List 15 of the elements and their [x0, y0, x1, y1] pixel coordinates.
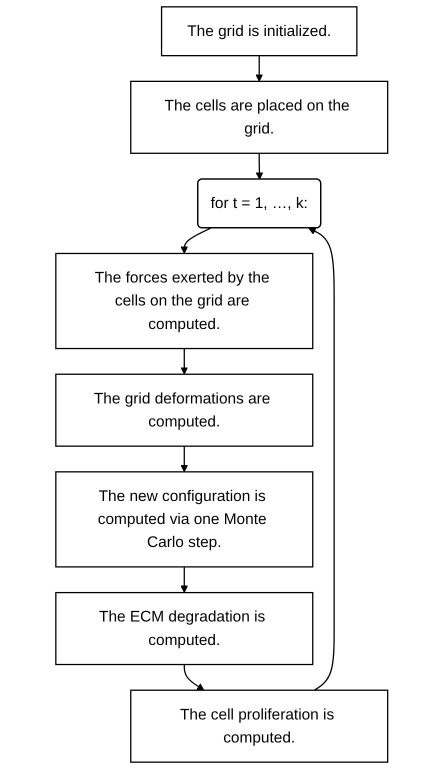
arrow	[180, 348, 188, 375]
node-box: The forces exerted by the cells on the grid are computed.	[54, 252, 314, 350]
node-box: The new configuration is computed via one Monte Carlo step.	[54, 471, 314, 568]
arrow	[180, 228, 211, 254]
node-box: The ECM degradation is computed.	[54, 592, 314, 666]
node-box: The grid is initialized.	[160, 6, 358, 56]
arrow	[183, 664, 204, 691]
arrow	[180, 566, 188, 593]
arrow	[180, 446, 188, 472]
node-box: The cell proliferation is computed.	[130, 690, 388, 763]
arrow	[255, 153, 263, 180]
node-box: The grid deformations are computed.	[54, 374, 314, 447]
arrow	[255, 56, 263, 82]
node-box: The cells are placed on the grid.	[130, 80, 388, 154]
arrow	[308, 228, 335, 691]
